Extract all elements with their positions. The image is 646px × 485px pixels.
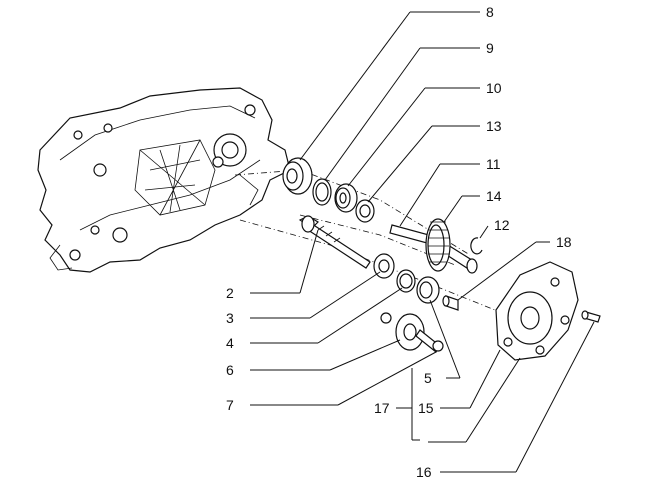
callout-label: 18 xyxy=(556,234,572,250)
crankcase-housing xyxy=(37,87,291,273)
callout-label: 16 xyxy=(416,464,432,480)
callout-label: 15 xyxy=(418,400,434,416)
part-13-spacer xyxy=(355,199,375,223)
callout-label: 9 xyxy=(486,40,494,56)
part-3-bearing xyxy=(373,253,395,279)
part-6-gear xyxy=(380,312,444,353)
callout-label: 3 xyxy=(226,310,234,326)
callout-labels: 8 9 10 13 11 14 12 18 2 3 4 6 5 7 17 15 … xyxy=(226,4,572,480)
callout-label: 7 xyxy=(226,397,234,413)
assembly-axes xyxy=(234,169,521,321)
callout-label: 10 xyxy=(486,80,502,96)
callout-label: 2 xyxy=(226,285,234,301)
part-5-bearing xyxy=(416,276,440,304)
part-4-ring xyxy=(396,269,416,293)
callout-label: 17 xyxy=(374,400,390,416)
part-14-gear xyxy=(425,218,451,272)
part-18-bushing xyxy=(442,295,459,311)
part-9-ring xyxy=(312,178,332,206)
callout-label: 14 xyxy=(486,188,502,204)
part-12-clip xyxy=(470,237,483,255)
callout-label: 13 xyxy=(486,118,502,134)
callout-label: 12 xyxy=(494,217,510,233)
part-8-bearing xyxy=(282,157,313,195)
part-10-bearing xyxy=(334,183,358,213)
callout-label: 4 xyxy=(226,335,234,351)
callout-label: 6 xyxy=(226,362,234,378)
part-15-cover xyxy=(495,261,579,361)
leader-lines xyxy=(250,11,595,473)
callout-label: 5 xyxy=(424,370,432,386)
callout-label: 8 xyxy=(486,4,494,20)
callout-label: 11 xyxy=(486,156,501,172)
part-16-screw xyxy=(581,310,601,323)
part-2-shaft xyxy=(298,215,371,269)
